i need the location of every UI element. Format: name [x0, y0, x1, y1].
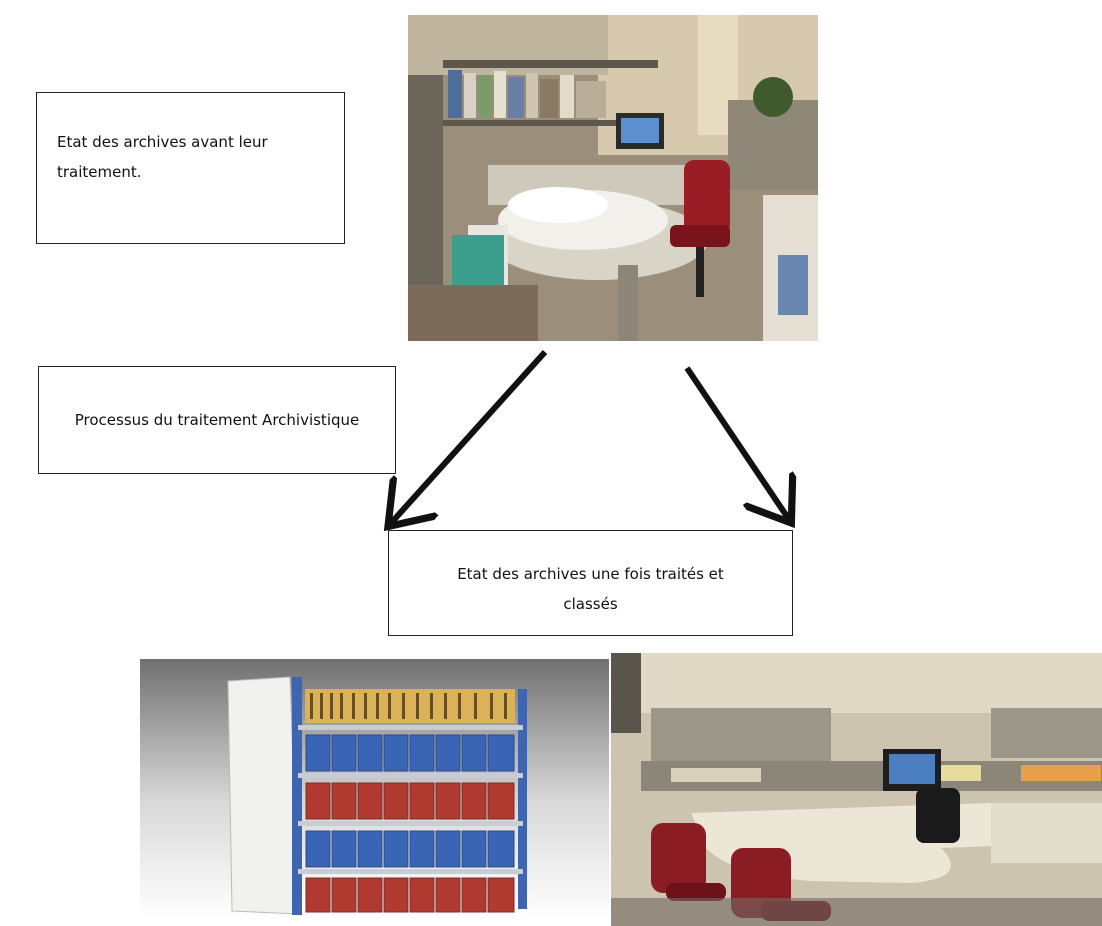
after-treatment-label-box: Etat des archives une fois traités et cl…: [388, 530, 793, 636]
before-treatment-label-line2: traitement.: [57, 163, 142, 181]
arrow-right: [684, 366, 788, 518]
before-treatment-label-line1: Etat des archives avant leur: [57, 133, 268, 151]
tidy-office-photo: [611, 653, 1102, 926]
cluttered-office-illustration: [408, 15, 818, 341]
arrow-left: [392, 349, 548, 522]
process-label-box: Processus du traitement Archivistique: [38, 366, 396, 474]
before-treatment-label-box: Etat des archives avant leur traitement.: [36, 92, 345, 244]
process-label: Processus du traitement Archivistique: [74, 411, 360, 429]
archive-shelf-photo: [140, 659, 609, 918]
cluttered-office-photo: [408, 15, 818, 341]
after-treatment-label-line1: Etat des archives une fois traités et: [457, 565, 724, 583]
archive-shelf-illustration: [227, 676, 527, 915]
tidy-office-illustration: [611, 653, 1102, 926]
after-treatment-label-line2: classés: [563, 595, 618, 613]
